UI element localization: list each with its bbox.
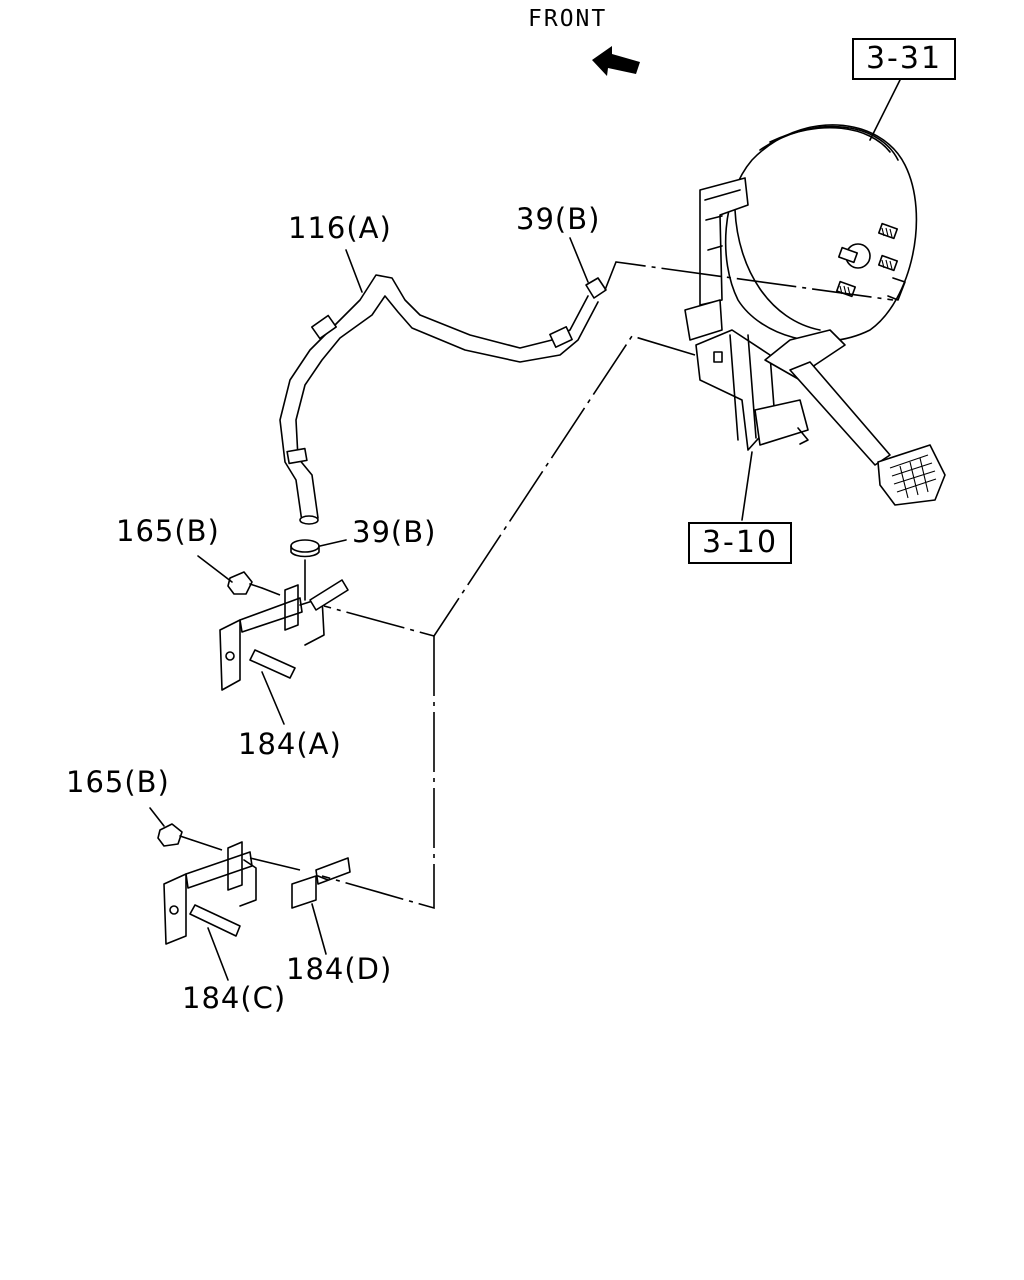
fitting-39b-upper xyxy=(585,277,607,299)
stud-bolts xyxy=(835,222,899,298)
callout-184d: 184(D) xyxy=(286,952,393,986)
callout-184a: 184(A) xyxy=(238,727,342,761)
bracket-184c xyxy=(163,841,257,945)
brake-pipe-116a xyxy=(279,274,599,525)
clip-184d xyxy=(291,857,351,909)
pedal-bracket xyxy=(684,177,809,451)
bolt-165b-lower xyxy=(157,823,193,847)
front-arrow-icon xyxy=(592,46,640,76)
bracket-184a xyxy=(219,579,349,691)
clip-39b-lower xyxy=(290,539,320,601)
connection-lines xyxy=(191,261,894,910)
pedal-reference-box: 3-10 xyxy=(688,522,792,564)
callout-184c: 184(C) xyxy=(182,981,287,1015)
brake-booster xyxy=(724,124,918,342)
label-leaders xyxy=(149,79,901,981)
callout-165b-lower: 165(B) xyxy=(66,765,170,799)
brake-pedal xyxy=(764,329,946,506)
callout-116a: 116(A) xyxy=(288,211,392,245)
callout-39b-upper: 39(B) xyxy=(516,202,601,236)
booster-reference-box: 3-31 xyxy=(852,38,956,80)
front-direction-label: FRONT xyxy=(528,6,608,32)
bolt-165b-upper xyxy=(227,571,263,595)
callout-165b-upper: 165(B) xyxy=(116,514,220,548)
callout-39b-lower: 39(B) xyxy=(352,515,437,549)
